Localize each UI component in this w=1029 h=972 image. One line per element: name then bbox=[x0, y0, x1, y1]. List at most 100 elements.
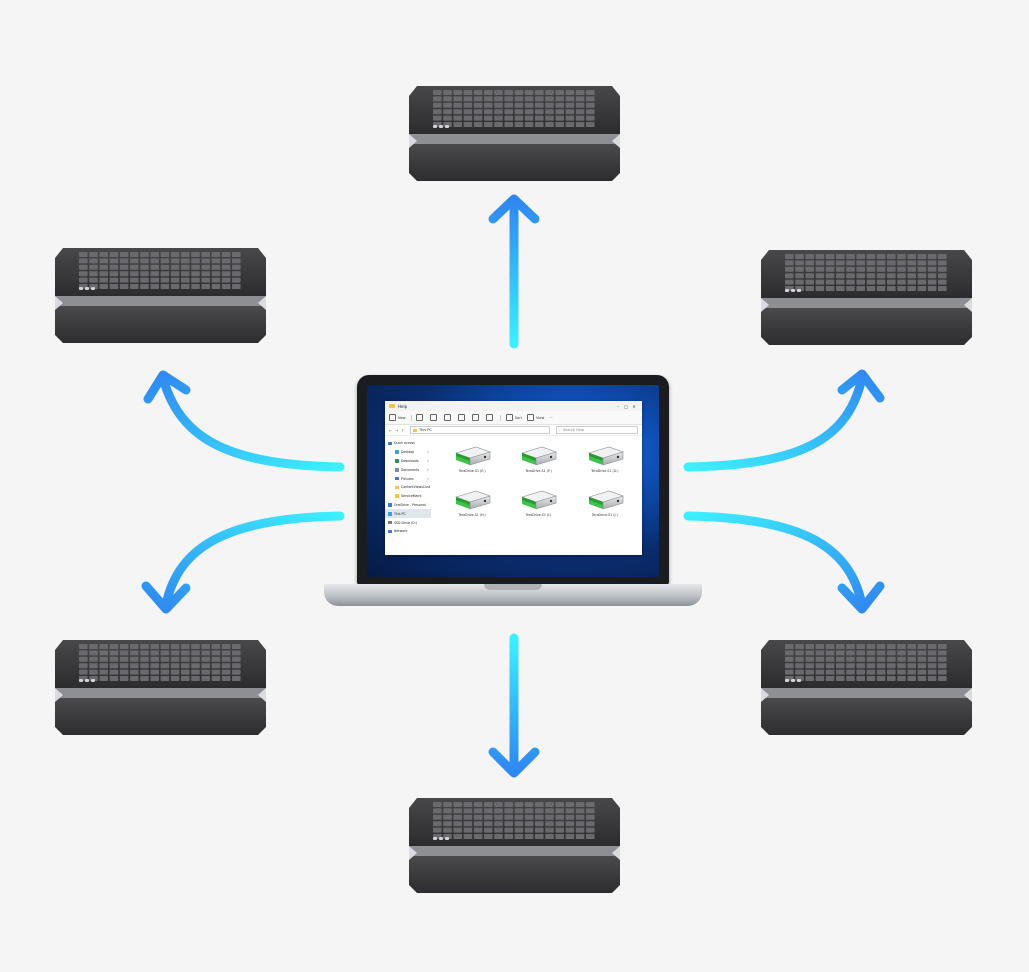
status-led-icon bbox=[79, 287, 83, 290]
minimize-icon[interactable]: – bbox=[617, 403, 619, 409]
sort-button[interactable]: Sort bbox=[505, 414, 523, 421]
arrow-top-left bbox=[143, 370, 345, 472]
maximize-icon[interactable]: □ bbox=[624, 403, 628, 409]
cut-button[interactable] bbox=[416, 414, 425, 421]
storage-unit-bottom bbox=[409, 798, 620, 893]
status-led-icon bbox=[797, 289, 801, 292]
status-led-icon bbox=[79, 679, 83, 682]
hard-drive-icon bbox=[455, 446, 492, 466]
laptop-base bbox=[324, 584, 702, 606]
address-bar: ← → ↑ This PC ⌕ Search Help bbox=[385, 425, 642, 436]
status-led-icon bbox=[433, 837, 437, 840]
pin-icon: ⚲ bbox=[426, 458, 429, 463]
status-led-icon bbox=[439, 837, 443, 840]
nav-item-label: ContentViewsCust bbox=[401, 485, 431, 490]
nav-item[interactable]: Desktop ⚲ bbox=[385, 448, 431, 457]
pc-icon bbox=[413, 428, 417, 432]
drive-label: TeraDrive-S1 (J:) bbox=[591, 513, 618, 517]
nav-item-label: This PC bbox=[394, 511, 406, 516]
back-icon[interactable]: ← bbox=[389, 427, 393, 433]
view-button[interactable]: View bbox=[527, 414, 544, 421]
search-icon: ⌕ bbox=[559, 428, 561, 432]
nav-item[interactable]: Documents⚲ bbox=[385, 465, 431, 474]
plus-icon bbox=[389, 414, 396, 421]
share-icon bbox=[472, 414, 480, 421]
arrow-up bbox=[488, 194, 540, 349]
desktop-icon bbox=[395, 450, 399, 454]
cloud-icon bbox=[388, 503, 392, 507]
rename-button[interactable] bbox=[458, 414, 467, 421]
storage-unit-bottom-right bbox=[761, 640, 972, 735]
status-led-icon bbox=[791, 679, 795, 682]
laptop-screen: Help – □ ✕ New bbox=[367, 385, 659, 577]
nav-item-label: SSD Drive (D:) bbox=[394, 520, 418, 525]
star-icon bbox=[388, 441, 392, 446]
paste-button[interactable] bbox=[444, 414, 453, 421]
paste-icon bbox=[444, 414, 452, 421]
status-led-icon bbox=[91, 679, 95, 682]
more-button[interactable]: ··· bbox=[549, 415, 553, 420]
copy-icon bbox=[430, 414, 438, 421]
hard-drive-icon bbox=[521, 446, 558, 466]
status-led-icon bbox=[785, 289, 789, 292]
status-led-icon bbox=[91, 287, 95, 290]
arrow-top-right bbox=[683, 369, 885, 472]
forward-icon[interactable]: → bbox=[395, 427, 399, 433]
drive-item[interactable]: TeraDrive-S1 (G:) bbox=[572, 443, 638, 487]
nav-item[interactable]: SSD Drive (D:) bbox=[385, 518, 431, 527]
status-led-icon bbox=[785, 679, 789, 682]
folder-icon bbox=[395, 494, 399, 498]
laptop-notch bbox=[484, 584, 542, 590]
file-explorer-window[interactable]: Help – □ ✕ New bbox=[385, 401, 642, 555]
new-button[interactable]: New bbox=[389, 414, 406, 421]
drive-item[interactable]: TeraDrive-S1 (I:) bbox=[505, 487, 571, 531]
status-led-icon bbox=[445, 125, 449, 128]
drive-label: TeraDrive-S1 (I:) bbox=[525, 513, 552, 517]
pin-icon: ⚲ bbox=[426, 450, 429, 455]
close-icon[interactable]: ✕ bbox=[632, 403, 636, 409]
drive-item[interactable]: TeraDrive-S1 (H:) bbox=[439, 487, 505, 531]
explorer-title: Help bbox=[398, 403, 408, 409]
share-button[interactable] bbox=[472, 414, 481, 421]
nav-item[interactable]: Downloads ⚲ bbox=[385, 457, 431, 466]
sort-icon bbox=[505, 414, 513, 421]
status-led-icon bbox=[791, 289, 795, 292]
nav-item-label: Downloads bbox=[401, 458, 419, 463]
delete-button[interactable] bbox=[486, 414, 495, 421]
nav-item[interactable]: This PC bbox=[385, 509, 431, 519]
copy-button[interactable] bbox=[430, 414, 439, 421]
drive-label: TeraDrive-S1 (H:) bbox=[458, 513, 486, 517]
hard-drive-icon bbox=[587, 490, 624, 510]
pin-icon: ⚲ bbox=[426, 476, 429, 481]
drive-item[interactable]: TeraDrive-S1 (J:) bbox=[572, 487, 638, 531]
drive-grid: TeraDrive-S1 (E:)TeraDrive-S1 (F:)TeraDr… bbox=[431, 435, 642, 555]
drive-item[interactable]: TeraDrive-S1 (F:) bbox=[505, 443, 571, 487]
nav-item[interactable]: ServiceMaint bbox=[385, 492, 431, 501]
address-field[interactable]: This PC bbox=[410, 426, 550, 434]
nav-item-label: OneDrive - Personal bbox=[394, 502, 426, 507]
nav-item-label: ServiceMaint bbox=[401, 494, 422, 499]
cut-icon bbox=[416, 414, 424, 421]
document-icon bbox=[395, 468, 399, 472]
sort-label: Sort bbox=[514, 415, 523, 420]
drive-item[interactable]: TeraDrive-S1 (E:) bbox=[439, 443, 505, 487]
search-input[interactable]: ⌕ Search Help bbox=[556, 426, 638, 434]
hard-drive-icon bbox=[587, 446, 624, 466]
arrow-down bbox=[488, 633, 540, 778]
nav-item-label: Desktop bbox=[401, 450, 415, 455]
toolbar-divider bbox=[500, 414, 501, 421]
drive-label: TeraDrive-S1 (E:) bbox=[458, 469, 486, 473]
pc-icon bbox=[388, 512, 392, 516]
nav-item[interactable]: Network bbox=[385, 527, 431, 536]
status-led-icon bbox=[445, 837, 449, 840]
storage-unit-top bbox=[409, 86, 620, 181]
search-placeholder: Search Help bbox=[562, 428, 585, 432]
up-icon[interactable]: ↑ bbox=[401, 427, 405, 433]
nav-item[interactable]: Quick access bbox=[385, 439, 431, 448]
nav-item[interactable]: Pictures⚲ bbox=[385, 474, 431, 483]
view-label: View bbox=[536, 415, 545, 420]
nav-item[interactable]: OneDrive - Personal bbox=[385, 501, 431, 510]
nav-item[interactable]: ContentViewsCust bbox=[385, 483, 431, 492]
